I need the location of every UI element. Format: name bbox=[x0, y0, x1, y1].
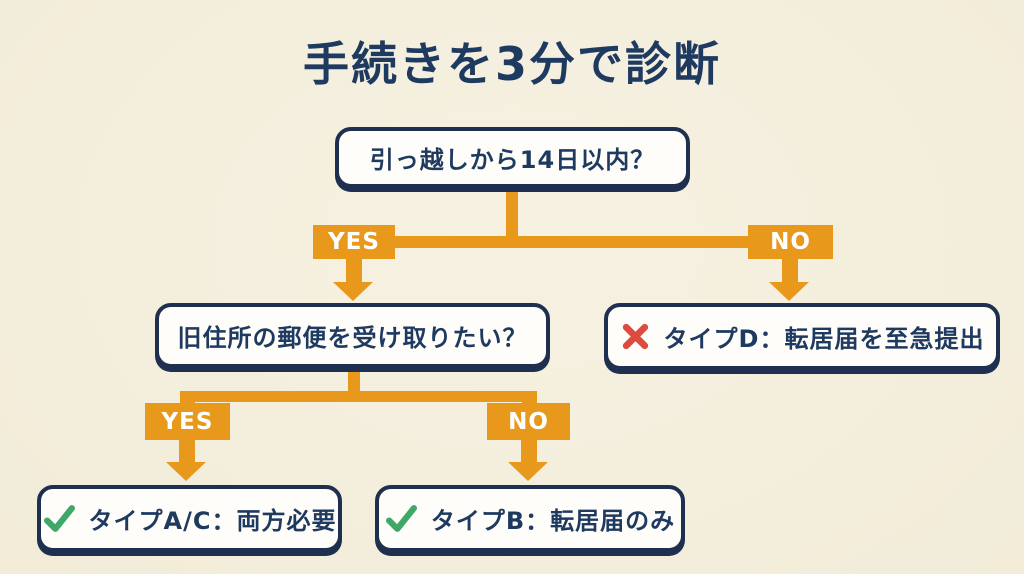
result-d-text: タイプD：転居届を至急提出 bbox=[663, 325, 985, 353]
branch-label-no-1: NO bbox=[748, 225, 833, 259]
result-box-type-b: タイプB：転居届のみ bbox=[375, 485, 685, 552]
question-box-1: 引っ越しから14日以内？ bbox=[335, 127, 690, 188]
arrow-head-no1 bbox=[769, 282, 809, 301]
arrow-stem-no1 bbox=[782, 257, 798, 284]
page-title: 手続きを3分で診断 bbox=[302, 37, 721, 91]
cross-icon bbox=[622, 323, 648, 350]
question-box-2: 旧住所の郵便を受け取りたい？ bbox=[155, 303, 550, 368]
check-icon bbox=[385, 505, 417, 532]
result-box-type-ac: タイプA/C：両方必要 bbox=[37, 485, 342, 552]
result-box-type-d: タイプD：転居届を至急提出 bbox=[604, 303, 1000, 370]
arrow-head-yes2 bbox=[166, 462, 206, 481]
arrow-stem-no2 bbox=[521, 438, 537, 464]
result-ac-text: タイプA/C：両方必要 bbox=[88, 507, 337, 535]
question-2-text: 旧住所の郵便を受け取りたい？ bbox=[177, 324, 528, 352]
branch-label-no-2: NO bbox=[487, 403, 570, 440]
connector-stem-q1 bbox=[506, 186, 518, 248]
arrow-head-no2 bbox=[508, 462, 548, 481]
connector-rail-1 bbox=[354, 236, 790, 248]
branch-label-yes-1: YES bbox=[313, 225, 395, 259]
arrow-head-yes1 bbox=[333, 282, 373, 301]
arrow-stem-yes2 bbox=[179, 438, 195, 464]
check-icon bbox=[43, 505, 75, 532]
arrow-stem-yes1 bbox=[346, 257, 362, 284]
result-b-text: タイプB：転居届のみ bbox=[430, 507, 676, 535]
branch-label-yes-2: YES bbox=[145, 403, 230, 440]
connector-rail-2 bbox=[180, 391, 537, 402]
question-1-text: 引っ越しから14日以内？ bbox=[369, 146, 656, 174]
